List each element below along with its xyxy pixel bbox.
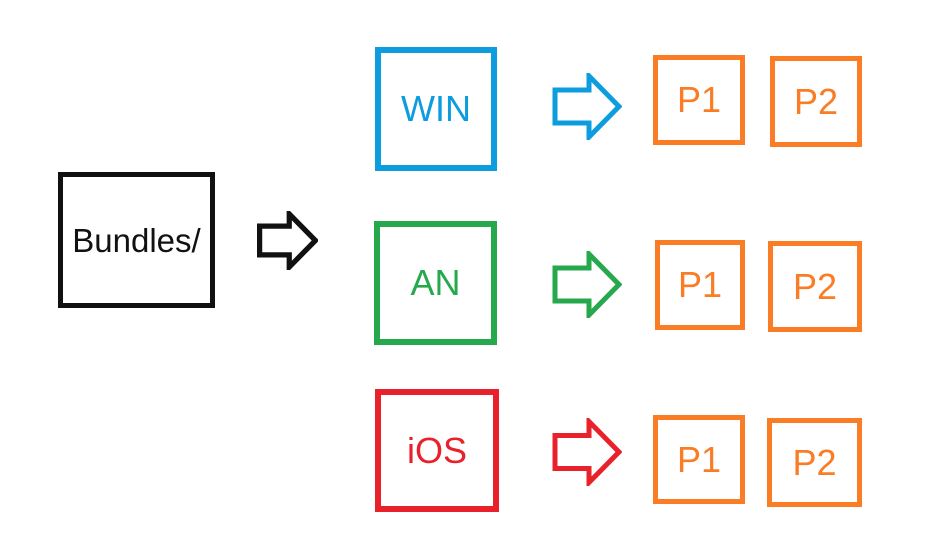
block-arrow-right-icon xyxy=(257,211,318,270)
package-box-an-p1: P1 xyxy=(655,240,745,330)
package-label: P1 xyxy=(676,79,722,120)
package-box-ios-p2: P2 xyxy=(767,418,862,507)
platform-label-ios: iOS xyxy=(406,429,467,471)
package-label: P2 xyxy=(793,80,839,122)
package-box-an-p2: P2 xyxy=(768,241,862,332)
block-arrow-right-icon xyxy=(552,73,622,140)
platform-label-an: AN xyxy=(410,262,461,303)
package-label: P1 xyxy=(677,264,723,305)
block-arrow-right-icon xyxy=(552,251,622,318)
block-arrow-right-icon xyxy=(552,418,622,486)
platform-box-win: WIN xyxy=(375,47,497,171)
platform-label-win: WIN xyxy=(401,88,471,129)
package-label: P2 xyxy=(792,441,837,483)
platform-box-an: AN xyxy=(374,221,497,345)
bundles-root-box: Bundles/ xyxy=(58,172,215,308)
package-box-ios-p1: P1 xyxy=(653,415,745,504)
package-box-win-p1: P1 xyxy=(653,55,745,145)
package-label: P2 xyxy=(792,265,838,307)
platform-box-ios: iOS xyxy=(375,389,499,512)
package-box-win-p2: P2 xyxy=(770,56,862,147)
package-label: P1 xyxy=(676,438,722,480)
bundles-root-label: Bundles/ xyxy=(72,221,201,259)
